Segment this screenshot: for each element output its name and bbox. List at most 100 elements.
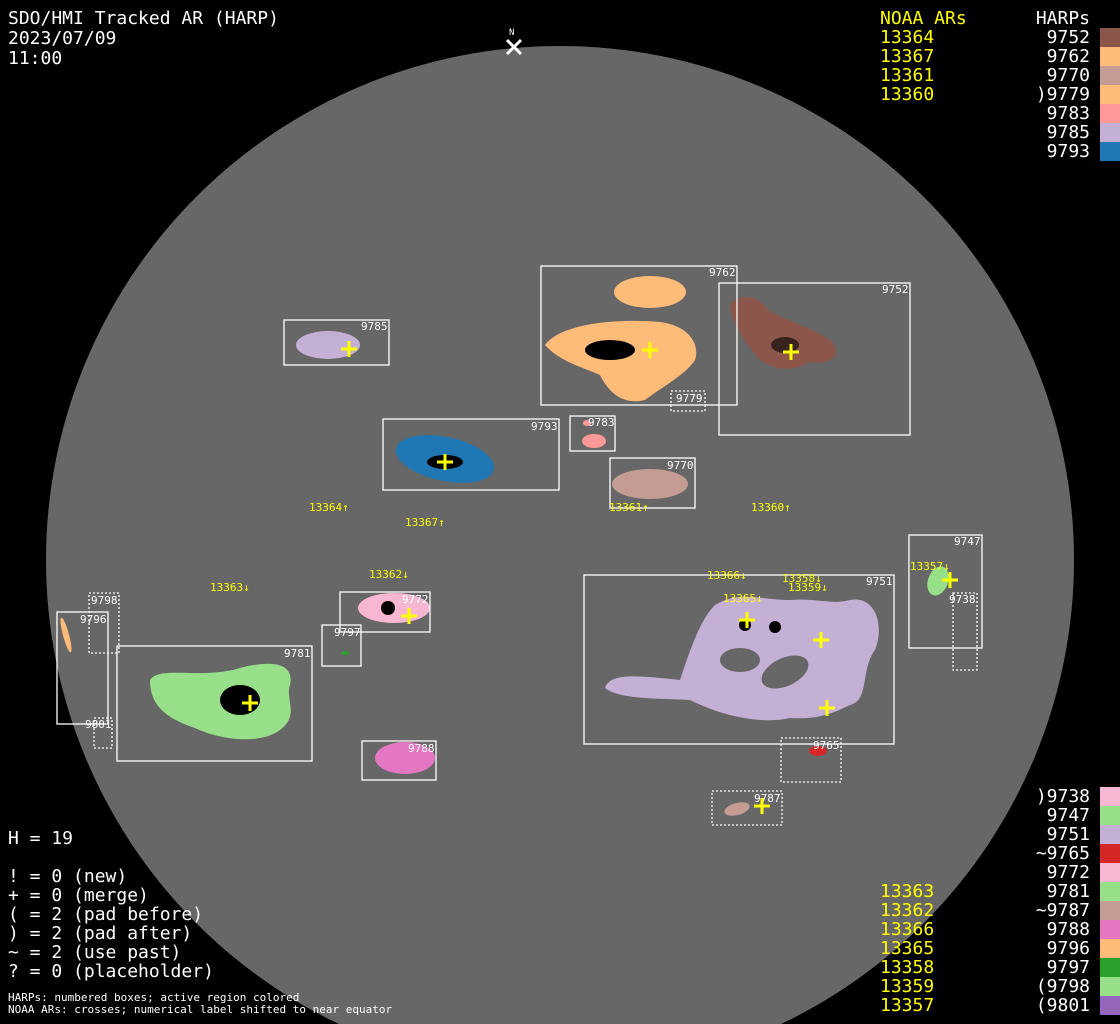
harp-label: 9747 — [954, 535, 981, 548]
color-swatch — [1100, 901, 1120, 920]
harp-box-9751[interactable] — [583, 574, 895, 745]
legend-row: 13359 (9798 — [880, 977, 1120, 996]
noaa-label: 13359↓ — [788, 581, 828, 594]
color-swatch — [1100, 787, 1120, 806]
harp-box-9738[interactable] — [952, 592, 978, 671]
harp-box-9793[interactable] — [382, 418, 560, 491]
color-swatch — [1100, 104, 1120, 123]
noaa-id: 13363 — [880, 881, 935, 902]
footer-line-2: NOAA ARs: crosses; numerical label shift… — [8, 1003, 393, 1016]
noaa-crosses — [242, 341, 958, 814]
color-swatch — [1100, 939, 1120, 958]
region-9797 — [341, 651, 349, 655]
harp-boxes: 9762 9752 9779 9785 9793 9783 9770 9751 … — [56, 265, 983, 826]
color-swatch — [1100, 47, 1120, 66]
sunspot — [220, 685, 260, 715]
harp-box-9797[interactable] — [321, 624, 362, 667]
color-swatch — [1100, 825, 1120, 844]
legend-row: 13360)9779 — [880, 85, 1120, 104]
legend-row: 13362 ~9787 — [880, 901, 1120, 920]
harp-label: 9762 — [709, 266, 736, 279]
legend-row: 13366 9788 — [880, 920, 1120, 939]
harp-box-9770[interactable] — [609, 457, 696, 509]
harp-box-9765[interactable] — [780, 737, 842, 783]
harp-box-9798[interactable] — [88, 592, 120, 654]
region-9787 — [724, 802, 750, 816]
noaa-id: 13366 — [880, 919, 935, 940]
noaa-labels: 13364↑ 13367↑ 13361↑ 13360↑ 13363↓ 13362… — [210, 501, 950, 605]
harp-id: 9772 — [1046, 862, 1090, 883]
noaa-id: 13361 — [880, 65, 935, 86]
color-swatch — [1100, 882, 1120, 901]
harp-box-9762[interactable] — [540, 265, 738, 406]
cross-icon — [942, 572, 958, 588]
harp-label: 9738 — [949, 593, 976, 606]
harp-box-9796[interactable] — [56, 611, 109, 725]
stat-line: ) = 2 (pad after) — [8, 923, 193, 944]
harp-box-9801[interactable] — [93, 717, 113, 749]
harp-box-9747[interactable] — [908, 534, 983, 649]
harp-id: 9783 — [1046, 103, 1090, 124]
color-swatch — [1100, 85, 1120, 104]
harp-label: 9751 — [866, 575, 893, 588]
harp-id: (9798 — [1035, 976, 1090, 997]
harp-box-9783[interactable] — [569, 415, 616, 452]
region-9762b — [614, 276, 686, 308]
harp-id: 9752 — [1046, 27, 1090, 48]
color-swatch — [1100, 806, 1120, 825]
sunspot — [585, 340, 635, 360]
harp-box-9779[interactable] — [670, 390, 706, 412]
region-9751-hole — [720, 648, 760, 672]
harp-box-9772[interactable] — [339, 591, 431, 633]
harp-label: 9765 — [813, 739, 840, 752]
stat-line: ? = 0 (placeholder) — [8, 961, 214, 982]
color-swatch — [1100, 844, 1120, 863]
harp-label: 9798 — [91, 594, 118, 607]
noaa-label: 13365↓ — [723, 592, 763, 605]
region-9796 — [60, 617, 72, 653]
harp-box-9781[interactable] — [116, 645, 313, 762]
harp-label: 9752 — [882, 283, 909, 296]
region-9765 — [809, 746, 827, 756]
harp-id: 9793 — [1046, 141, 1090, 162]
color-swatch — [1100, 996, 1120, 1015]
legend-row: 9793 — [880, 142, 1120, 161]
legend-row: 13361 9770 — [880, 66, 1120, 85]
harp-id: 9762 — [1046, 46, 1090, 67]
legend-row: )9738 — [880, 787, 1120, 806]
harp-label: 9779 — [676, 392, 703, 405]
legend-row: 9785 — [880, 123, 1120, 142]
noaa-id: 13360 — [880, 84, 935, 105]
noaa-id: 13365 — [880, 938, 935, 959]
noaa-header: NOAA ARs — [880, 8, 967, 29]
cross-icon — [341, 341, 357, 357]
noaa-id: 13359 — [880, 976, 935, 997]
cross-icon — [819, 700, 835, 716]
noaa-label: 13360↑ — [751, 501, 791, 514]
harp-box-9752[interactable] — [718, 282, 911, 436]
harp-box-9785[interactable] — [283, 319, 390, 366]
harp-box-9788[interactable] — [361, 740, 437, 781]
harp-id: 9788 — [1046, 919, 1090, 940]
noaa-label: 13361↑ — [609, 501, 649, 514]
harp-label: 9785 — [361, 320, 388, 333]
harp-label: 9788 — [408, 742, 435, 755]
cross-icon — [401, 608, 417, 624]
stat-line: + = 0 (merge) — [8, 885, 149, 906]
legend-row: ~9765 — [880, 844, 1120, 863]
stat-line: ( = 2 (pad before) — [8, 904, 204, 925]
harp-id: ~9787 — [1035, 900, 1090, 921]
noaa-id: 13362 — [880, 900, 935, 921]
harp-id: 9770 — [1046, 65, 1090, 86]
harp-label: 9787 — [754, 792, 781, 805]
harp-id: )9738 — [1035, 786, 1090, 807]
harp-label: 9770 — [667, 459, 694, 472]
stat-line: ~ = 2 (use past) — [8, 942, 182, 963]
color-swatch — [1100, 28, 1120, 47]
